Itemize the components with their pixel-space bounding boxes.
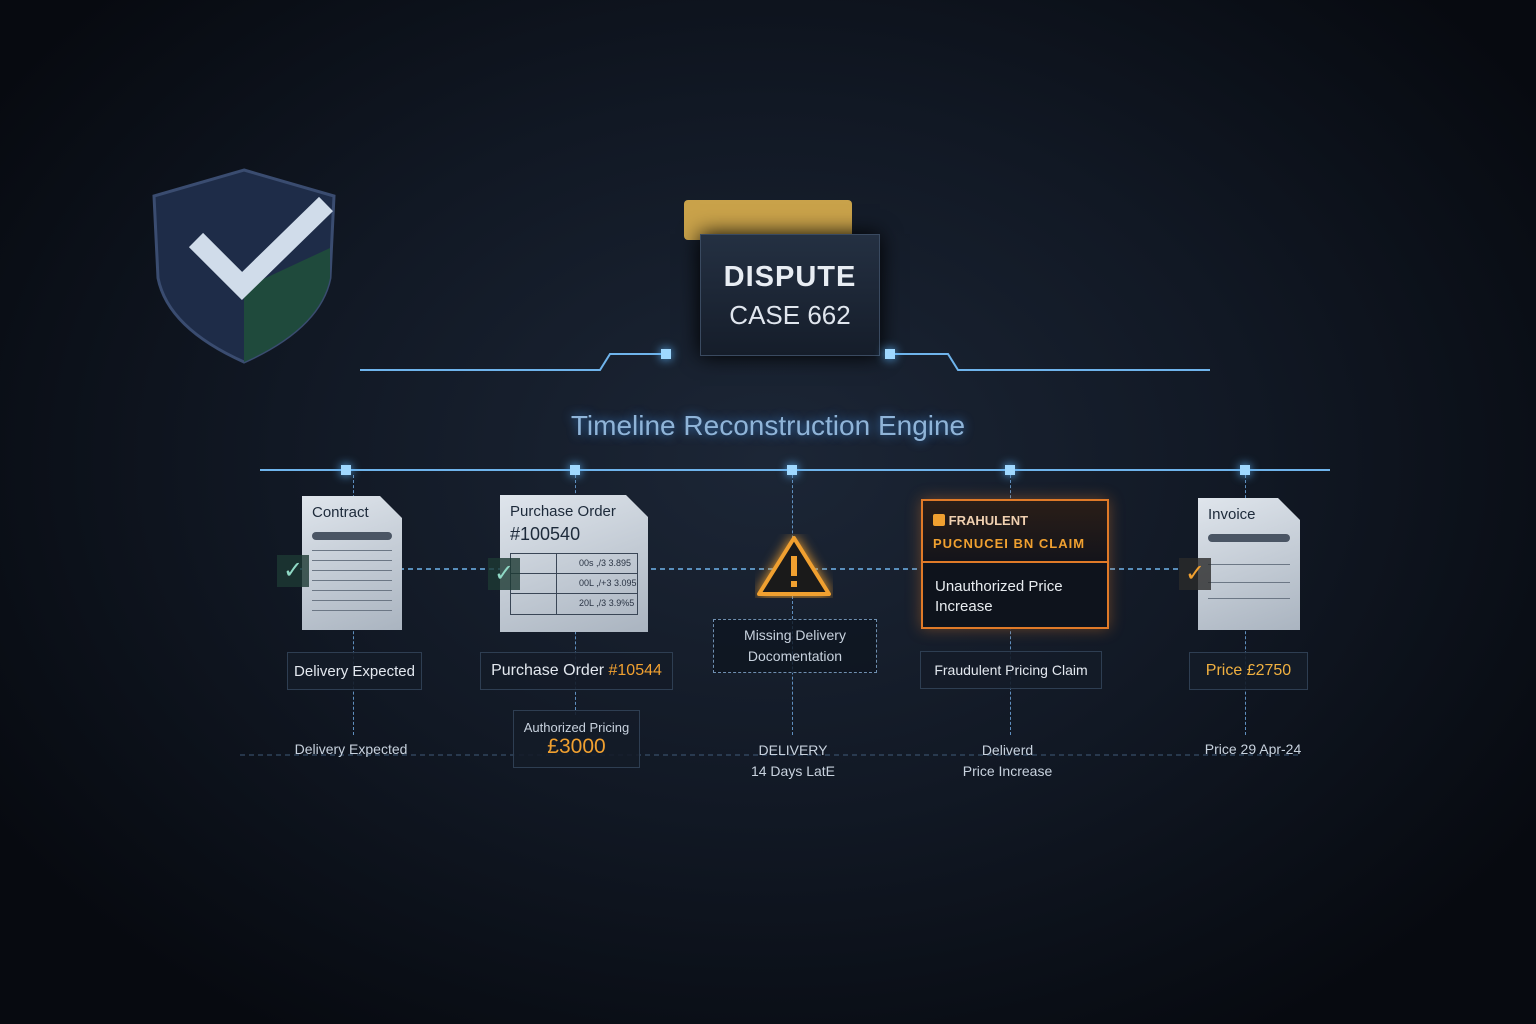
- delivery-late-caption: DELIVERY 14 Days LatE: [718, 740, 868, 782]
- timeline-node[interactable]: [787, 465, 797, 475]
- po-table: 00s ,/3 3.895 00L ,/+3 3.095 20L ,/3 3.9…: [510, 553, 638, 615]
- po-row: 00L ,/+3 3.095: [511, 574, 637, 594]
- invoice-title: Invoice: [1208, 506, 1256, 523]
- engine-title: Timeline Reconstruction Engine: [570, 410, 966, 441]
- invoice-document[interactable]: Invoice: [1198, 498, 1300, 630]
- delivery-expected-caption: Delivery Expected: [294, 741, 408, 757]
- folder-tab: [684, 200, 852, 240]
- connector: [792, 475, 793, 735]
- authorized-pricing-box: Authorized Pricing £3000: [513, 710, 640, 768]
- folder-title: DISPUTE: [723, 261, 857, 293]
- po-row: 00s ,/3 3.895: [511, 554, 637, 574]
- warning-icon: [757, 536, 831, 596]
- po-row: 20L ,/3 3.9%5: [579, 598, 635, 608]
- authorized-pricing-value: £3000: [547, 734, 606, 758]
- po-label-text: Purchase Order: [491, 662, 605, 679]
- fraud-alert-card[interactable]: FRAHULENT PUCNUCEI BN CLAIM Unauthorized…: [921, 499, 1109, 629]
- contract-document[interactable]: Contract: [302, 496, 402, 630]
- fraud-body: Unauthorized Price Increase: [935, 578, 1063, 615]
- purchase-order-document[interactable]: Purchase Order #100540 00s ,/3 3.895 00L…: [500, 495, 648, 632]
- missing-line2: Docomentation: [747, 648, 843, 664]
- fraud-header-line1: FRAHULENT: [948, 513, 1029, 528]
- shield-check-icon: [152, 168, 336, 364]
- missing-line1: Missing Delivery: [744, 627, 846, 643]
- check-icon: ✓: [277, 555, 309, 587]
- delivered-caption: Deliverd: [981, 742, 1034, 758]
- contract-title: Contract: [312, 504, 369, 521]
- po-label-number: #10544: [608, 662, 662, 679]
- check-icon: ✓: [1179, 558, 1211, 590]
- timeline-node[interactable]: [570, 465, 580, 475]
- alert-icon: [933, 514, 945, 526]
- po-title: Purchase Order: [510, 503, 616, 520]
- price-date-caption: Price 29 Apr-24: [1204, 741, 1302, 757]
- check-icon: ✓: [488, 558, 520, 590]
- fraudulent-pricing-label: Fraudulent Pricing Claim: [920, 651, 1102, 689]
- price-label: Price £2750: [1189, 652, 1308, 690]
- timeline-node[interactable]: [1240, 465, 1250, 475]
- po-number: #100540: [510, 524, 581, 544]
- delivery-caption: DELIVERY: [758, 742, 828, 758]
- fraud-header-line2: PUCNUCEI BN CLAIM: [933, 536, 1086, 551]
- folder-case-number: CASE 662: [729, 300, 851, 330]
- price-increase-caption: Price Increase: [962, 763, 1053, 779]
- circuit-node: [885, 349, 895, 359]
- dispute-folder[interactable]: DISPUTE CASE 662: [700, 234, 880, 356]
- delivery-expected-label: Delivery Expected: [287, 652, 422, 690]
- timeline-node[interactable]: [1005, 465, 1015, 475]
- authorized-pricing-label: Authorized Pricing: [523, 719, 630, 735]
- late-caption: 14 Days LatE: [750, 763, 836, 779]
- missing-delivery-label: Missing Delivery Docomentation: [713, 619, 877, 673]
- timeline-node[interactable]: [341, 465, 351, 475]
- circuit-node: [661, 349, 671, 359]
- purchase-order-label: Purchase Order #10544: [480, 652, 673, 690]
- delivered-price-caption: Deliverd Price Increase: [935, 740, 1080, 782]
- fraud-header: FRAHULENT PUCNUCEI BN CLAIM: [923, 501, 1107, 563]
